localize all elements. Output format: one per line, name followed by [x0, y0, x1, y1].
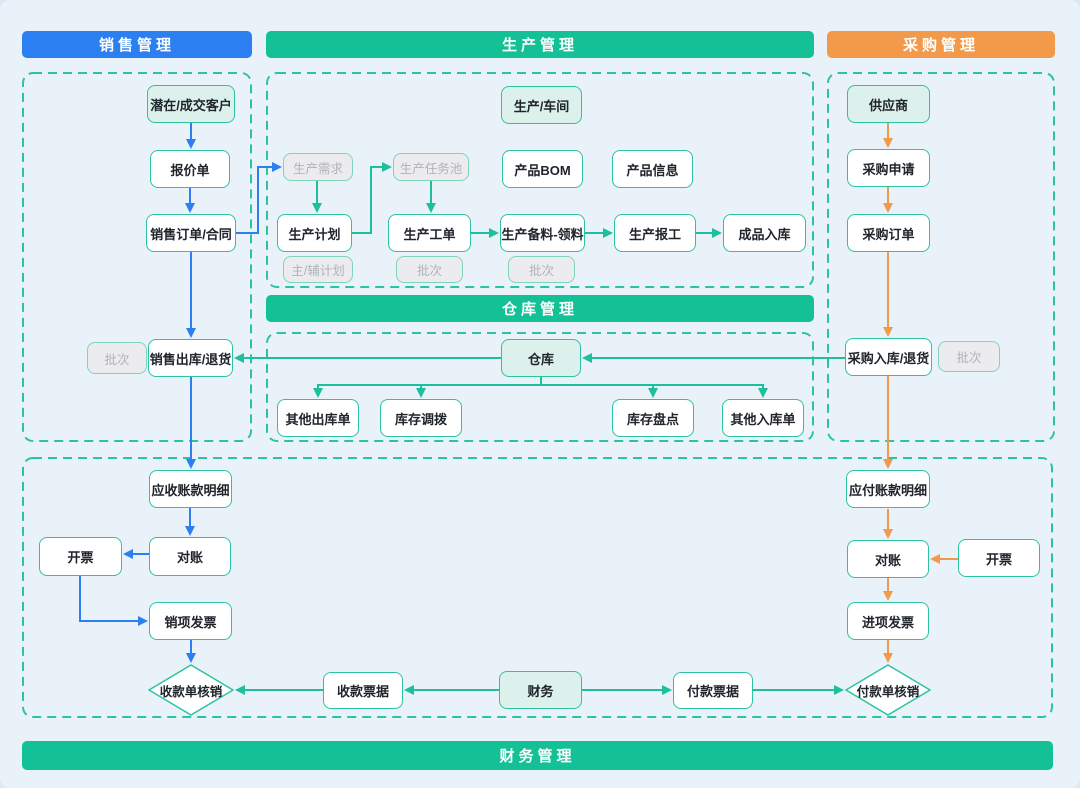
section-header-label: 销售管理	[98, 37, 175, 54]
edge-invoicing-to-sales-inv	[79, 576, 148, 626]
node-label: 潜在/成交客户	[150, 97, 232, 113]
node-label: 生产/车间	[513, 98, 570, 114]
node-label: 成品入库	[738, 226, 791, 242]
node-label: 生产备料-领料	[501, 226, 584, 242]
node-reconciliation-right: 对账	[847, 540, 929, 578]
node-label: 批次	[416, 264, 442, 278]
node-product-info: 产品信息	[612, 150, 693, 188]
node-invoicing-left: 开票	[39, 537, 122, 576]
node-label: 批次	[104, 352, 130, 367]
node-main-aux-plan: 主/辅计划	[283, 256, 353, 283]
node-quotation: 报价单	[150, 150, 230, 188]
node-label: 付款单核销	[856, 684, 920, 699]
node-label: 开票	[985, 551, 1012, 567]
node-label: 报价单	[170, 162, 210, 178]
section-header-warehouse-management: 仓库管理	[266, 295, 814, 322]
node-label: 付款票据	[686, 684, 739, 699]
node-purchase-batch: 批次	[938, 341, 1000, 372]
node-sales-outbound-return: 销售出库/退货	[148, 339, 233, 377]
node-potential-deal-customers: 潜在/成交客户	[147, 85, 235, 123]
node-label: 供应商	[868, 97, 908, 113]
node-purchase-inbound-return: 采购入库/退货	[845, 338, 932, 376]
node-other-outbound-order: 其他出库单	[277, 399, 359, 437]
node-label: 生产任务池	[399, 161, 463, 176]
node-inventory-transfer: 库存调拨	[380, 399, 462, 437]
node-supplier: 供应商	[847, 85, 930, 123]
node-receipt-bill: 收款票据	[323, 672, 403, 709]
node-label: 批次	[528, 264, 554, 278]
node-purchase-order: 采购订单	[847, 214, 930, 252]
node-label: 仓库	[527, 351, 554, 367]
node-label: 收款票据	[336, 684, 389, 699]
section-header-label: 生产管理	[501, 37, 578, 54]
node-reconciliation-left: 对账	[149, 537, 231, 576]
node-label: 应付账款明细	[848, 482, 927, 498]
container-procurement-area	[827, 72, 1055, 442]
node-label: 库存调拨	[394, 411, 447, 427]
node-material-batch: 批次	[508, 256, 575, 283]
section-header-label: 财务管理	[499, 748, 576, 765]
node-label: 生产工单	[403, 226, 456, 242]
node-production-demand: 生产需求	[283, 153, 353, 181]
node-other-inbound-order: 其他入库单	[722, 399, 804, 437]
node-label: 销售订单/合同	[150, 226, 232, 242]
node-sales-invoice: 销项发票	[149, 602, 232, 640]
node-label: 批次	[956, 351, 982, 365]
node-label: 采购订单	[862, 226, 915, 242]
node-purchase-request: 采购申请	[847, 149, 930, 187]
section-header-label: 采购管理	[902, 37, 979, 54]
node-material-picking: 生产备料-领料	[500, 214, 585, 252]
node-label: 对账	[874, 552, 901, 568]
edge-warehouse-to-other-out	[313, 377, 542, 398]
section-header-finance-management: 财务管理	[22, 741, 1053, 770]
node-label: 产品BOM	[514, 162, 571, 178]
node-receivable-details: 应收账款明细	[149, 470, 232, 508]
node-payable-details: 应付账款明细	[846, 470, 930, 508]
node-label: 应收账款明细	[151, 482, 230, 498]
section-header-sales-management: 销售管理	[22, 31, 252, 58]
node-finance: 财务	[499, 671, 582, 709]
node-receipt-verification: 收款单核销	[148, 664, 234, 716]
edge-plan-to-task-pool	[352, 162, 392, 234]
node-label: 采购申请	[862, 161, 915, 177]
node-label: 财务	[527, 683, 554, 699]
node-finished-goods-inbound: 成品入库	[723, 214, 806, 252]
edge-order-to-demand	[236, 162, 282, 234]
node-label: 其他入库单	[730, 411, 796, 427]
node-production-reporting: 生产报工	[614, 214, 696, 252]
node-input-invoice: 进项发票	[847, 602, 929, 640]
node-production-workshop: 生产/车间	[501, 86, 582, 124]
node-production-plan: 生产计划	[277, 214, 352, 252]
node-label: 产品信息	[626, 162, 679, 178]
node-sales-order-contract: 销售订单/合同	[146, 214, 236, 252]
node-label: 其他出库单	[285, 411, 351, 427]
node-production-task-pool: 生产任务池	[393, 153, 469, 181]
node-label: 开票	[67, 550, 94, 565]
section-header-production-management: 生产管理	[266, 31, 814, 58]
node-label: 生产需求	[292, 161, 343, 176]
node-label: 采购入库/退货	[847, 350, 930, 366]
node-work-order-batch: 批次	[396, 256, 463, 283]
node-product-bom: 产品BOM	[502, 150, 583, 188]
node-label: 生产计划	[288, 226, 341, 242]
node-label: 主/辅计划	[291, 264, 345, 278]
node-label: 库存盘点	[626, 411, 679, 427]
node-label: 销项发票	[164, 614, 217, 630]
node-sales-batch: 批次	[87, 342, 147, 374]
node-label: 对账	[176, 550, 203, 565]
node-payment-bill: 付款票据	[673, 672, 753, 709]
section-header-label: 仓库管理	[501, 301, 578, 318]
container-sales-area	[22, 72, 252, 442]
node-invoicing-right: 开票	[958, 539, 1040, 577]
node-warehouse: 仓库	[501, 339, 581, 377]
node-label: 销售出库/退货	[149, 351, 232, 367]
node-label: 生产报工	[628, 226, 681, 242]
edge-warehouse-to-other-in	[541, 384, 768, 398]
node-production-work-order: 生产工单	[388, 214, 471, 252]
section-header-procurement-management: 采购管理	[827, 31, 1055, 58]
node-inventory-count: 库存盘点	[612, 399, 694, 437]
node-label: 收款单核销	[159, 684, 223, 699]
node-payment-verification: 付款单核销	[845, 664, 931, 716]
node-label: 进项发票	[861, 614, 914, 630]
